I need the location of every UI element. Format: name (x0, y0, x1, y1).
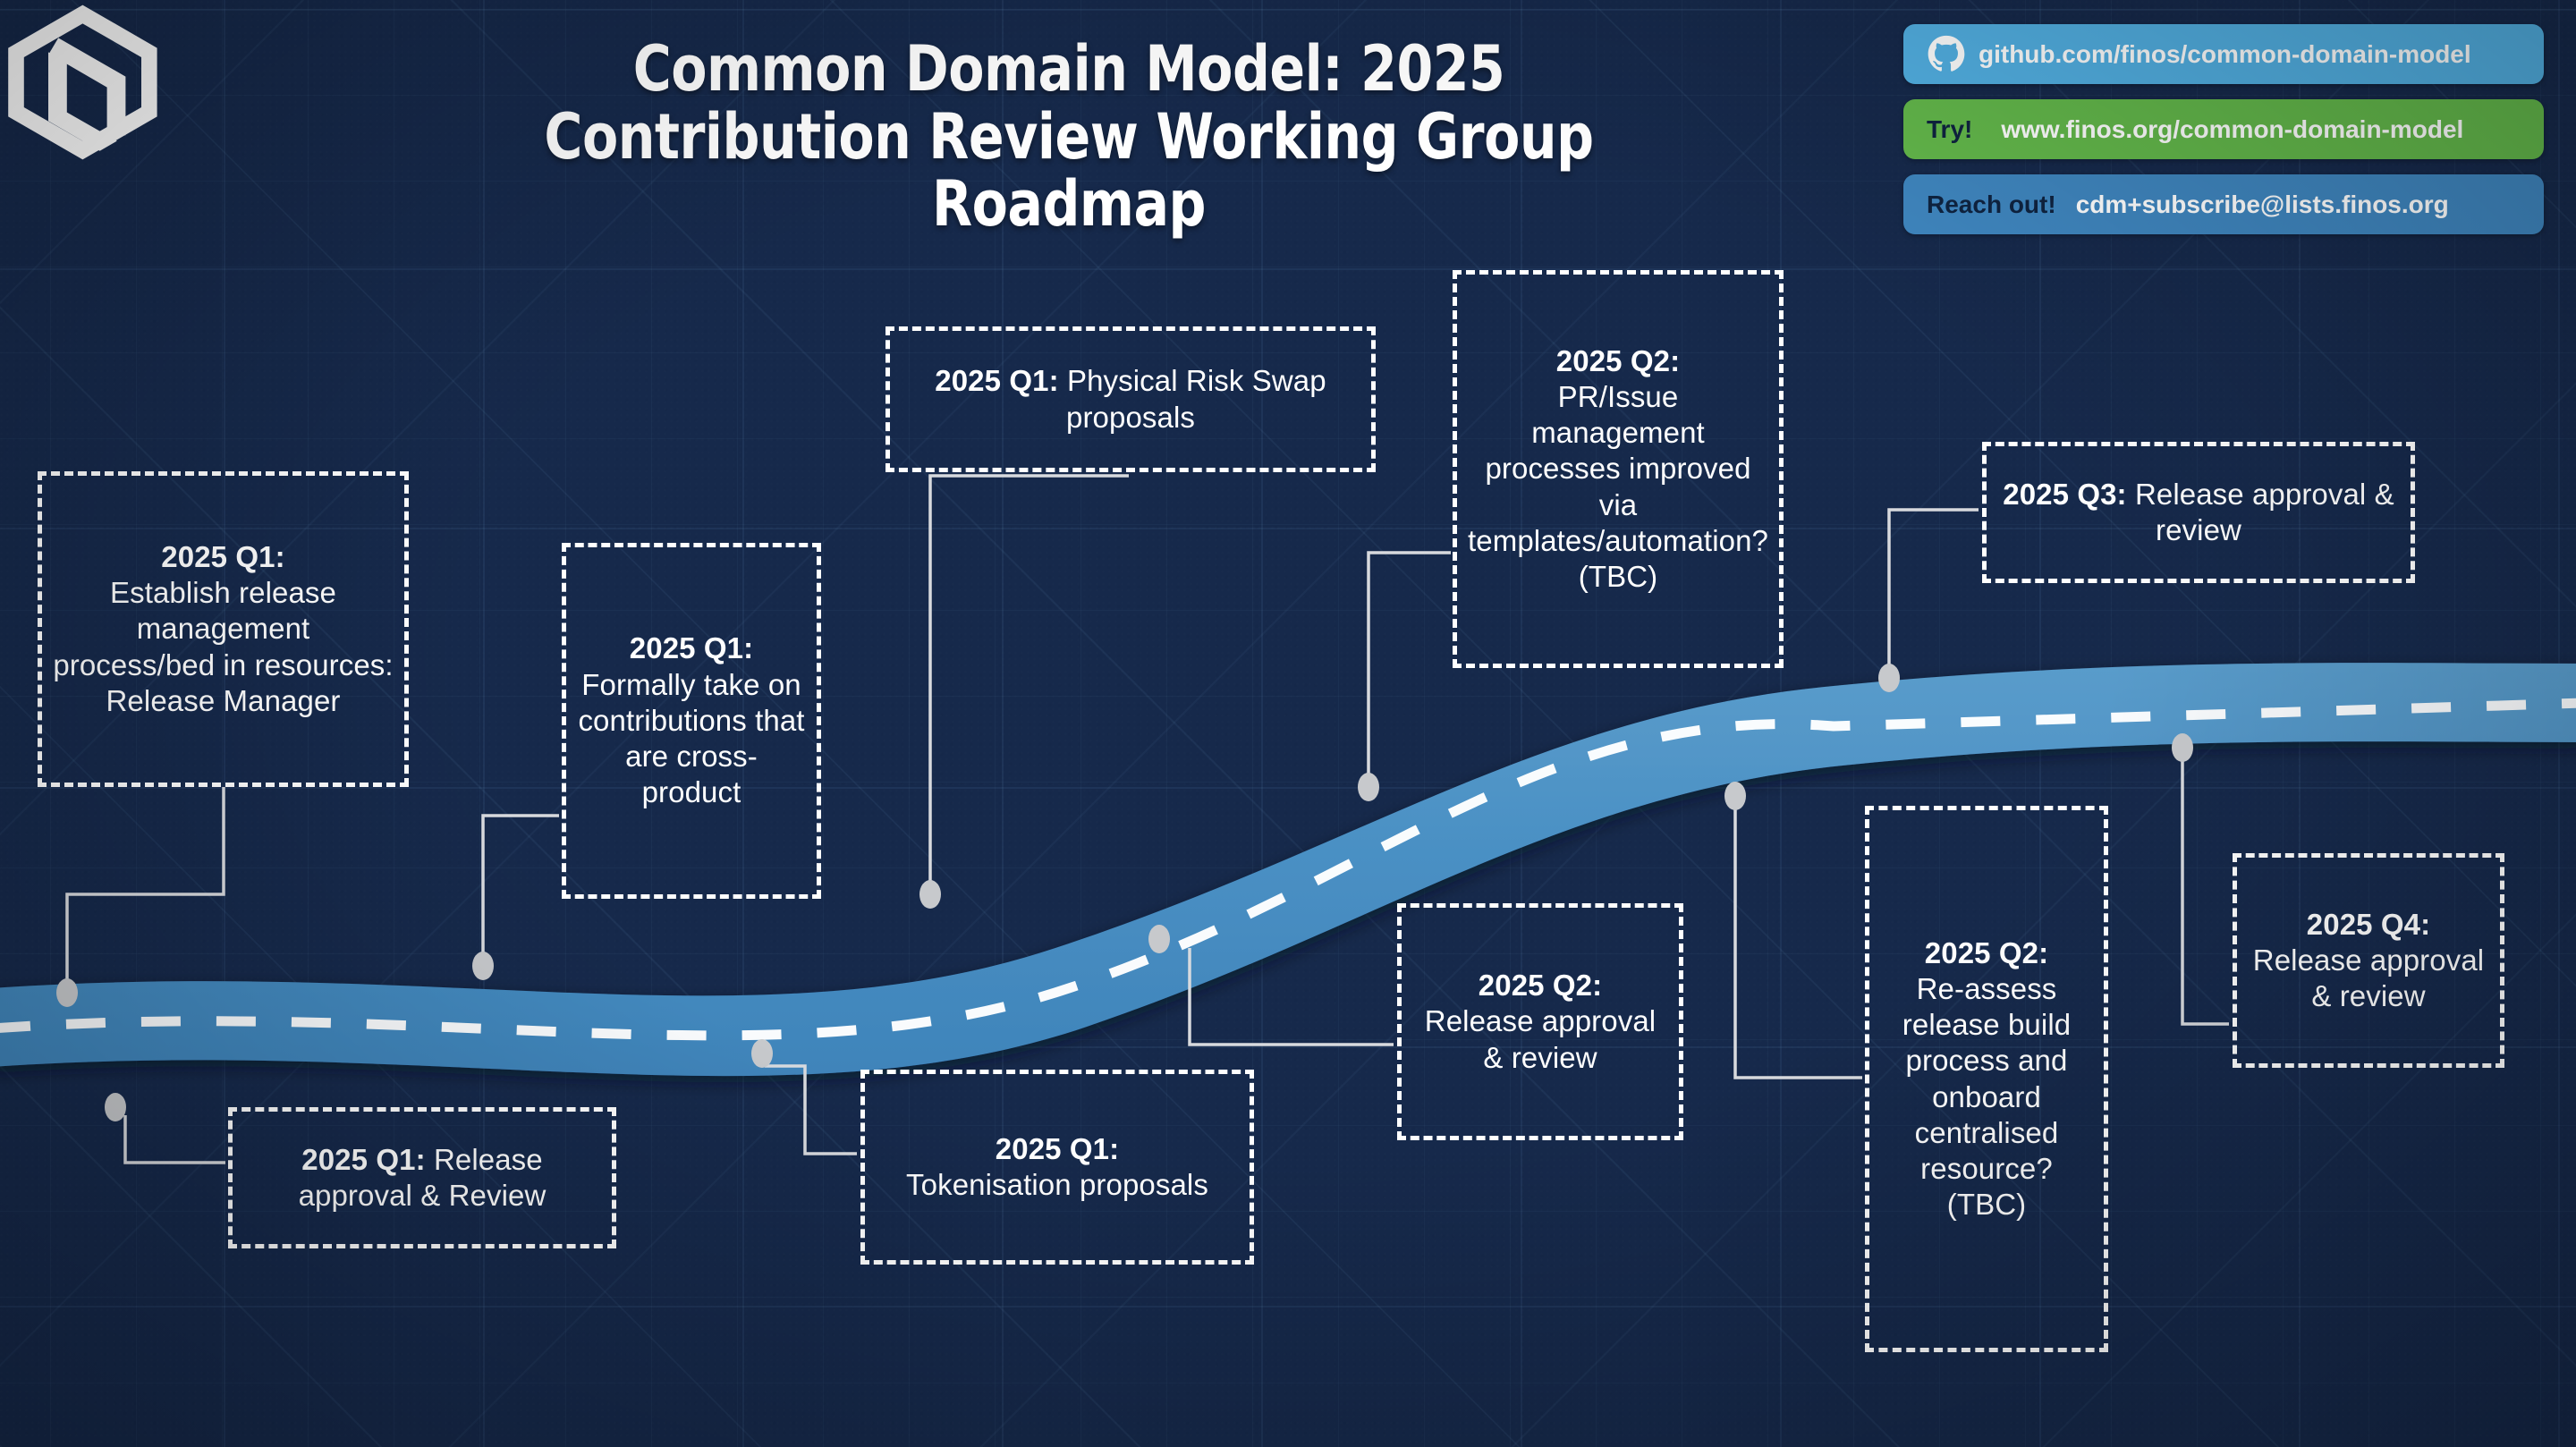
milestone-text-m7: 2025 Q2: Release approval & review (1412, 968, 1668, 1076)
milestone-text-m3: 2025 Q1: Release approval & Review (243, 1142, 601, 1214)
milestone-quarter-m9: 2025 Q2: (1924, 935, 2049, 969)
milestone-box-m6[interactable]: 2025 Q2: PR/Issue management processes i… (1453, 270, 1784, 668)
milestone-text-m8: 2025 Q3: Release approval & review (1997, 477, 2400, 549)
page-title: Common Domain Model: 2025 Contribution R… (433, 32, 1706, 241)
milestone-body-m5: Tokenisation proposals (906, 1168, 1208, 1201)
milestone-box-m3[interactable]: 2025 Q1: Release approval & Review (228, 1107, 616, 1248)
milestone-body-m4: Physical Risk Swap proposals (1066, 364, 1326, 434)
milestone-text-m5: 2025 Q1: Tokenisation proposals (876, 1131, 1239, 1204)
milestone-quarter-m2: 2025 Q1: (629, 631, 754, 665)
milestone-quarter-m8: 2025 Q3: (2003, 477, 2127, 511)
milestone-body-m10: Release approval & review (2252, 943, 2485, 1013)
try-link-label: www.finos.org/common-domain-model (2001, 114, 2464, 143)
milestone-body-m8: Release approval & review (2134, 477, 2394, 546)
milestone-text-m1: 2025 Q1: Establish release management pr… (53, 539, 394, 719)
milestone-box-m1[interactable]: 2025 Q1: Establish release management pr… (38, 471, 409, 787)
title-line-1: Common Domain Model: 2025 (632, 32, 1505, 106)
milestone-text-m6: 2025 Q2: PR/Issue management processes i… (1468, 343, 1768, 596)
milestone-body-m9: Re-assess release build process and onbo… (1902, 971, 2072, 1222)
milestone-quarter-m6: 2025 Q2: (1555, 343, 1681, 377)
try-link-pill[interactable]: Try! www.finos.org/common-domain-model (1903, 99, 2544, 159)
milestone-text-m9: 2025 Q2: Re-assess release build process… (1880, 935, 2093, 1223)
milestone-box-m9[interactable]: 2025 Q2: Re-assess release build process… (1865, 806, 2108, 1352)
github-link-pill[interactable]: github.com/finos/common-domain-model (1903, 24, 2544, 84)
milestone-box-m4[interactable]: 2025 Q1: Physical Risk Swap proposals (886, 326, 1376, 472)
milestone-quarter-m5: 2025 Q1: (995, 1131, 1120, 1165)
milestone-quarter-m4: 2025 Q1: (935, 364, 1059, 398)
milestone-quarter-m1: 2025 Q1: (161, 539, 285, 573)
milestone-body-m6: PR/Issue management processes improved v… (1468, 379, 1768, 594)
github-link-label: github.com/finos/common-domain-model (1979, 39, 2471, 68)
milestone-text-m4: 2025 Q1: Physical Risk Swap proposals (901, 363, 1360, 436)
reach-out-label: Reach out! (1927, 190, 2056, 218)
milestone-body-m1: Establish release management process/bed… (53, 576, 394, 717)
milestone-box-m7[interactable]: 2025 Q2: Release approval & review (1397, 903, 1683, 1140)
link-pill-group: github.com/finos/common-domain-model Try… (1903, 24, 2544, 234)
milestone-box-m2[interactable]: 2025 Q1: Formally take on contributions … (562, 543, 821, 899)
milestone-box-m10[interactable]: 2025 Q4: Release approval & review (2233, 853, 2504, 1068)
milestone-body-m7: Release approval & review (1424, 1004, 1657, 1074)
cdm-hexagon-logo (8, 4, 157, 160)
title-line-3: Roadmap (931, 167, 1206, 241)
milestone-box-m8[interactable]: 2025 Q3: Release approval & review (1982, 442, 2415, 583)
milestone-text-m10: 2025 Q4: Release approval & review (2248, 907, 2489, 1015)
reach-out-email-label: cdm+subscribe@lists.finos.org (2075, 190, 2449, 218)
milestone-quarter-m7: 2025 Q2: (1478, 969, 1603, 1003)
milestone-quarter-m3: 2025 Q1: (301, 1142, 426, 1176)
try-label: Try! (1927, 114, 1973, 143)
milestone-quarter-m10: 2025 Q4: (2306, 907, 2431, 941)
reach-out-link-pill[interactable]: Reach out! cdm+subscribe@lists.finos.org (1903, 174, 2544, 234)
milestone-box-m5[interactable]: 2025 Q1: Tokenisation proposals (860, 1070, 1254, 1265)
milestone-body-m2: Formally take on contributions that are … (578, 667, 805, 809)
milestone-text-m2: 2025 Q1: Formally take on contributions … (577, 630, 806, 810)
milestone-body-m3: Release approval & Review (298, 1142, 547, 1212)
title-line-2: Contribution Review Working Group (544, 99, 1594, 173)
github-icon (1928, 35, 1965, 72)
